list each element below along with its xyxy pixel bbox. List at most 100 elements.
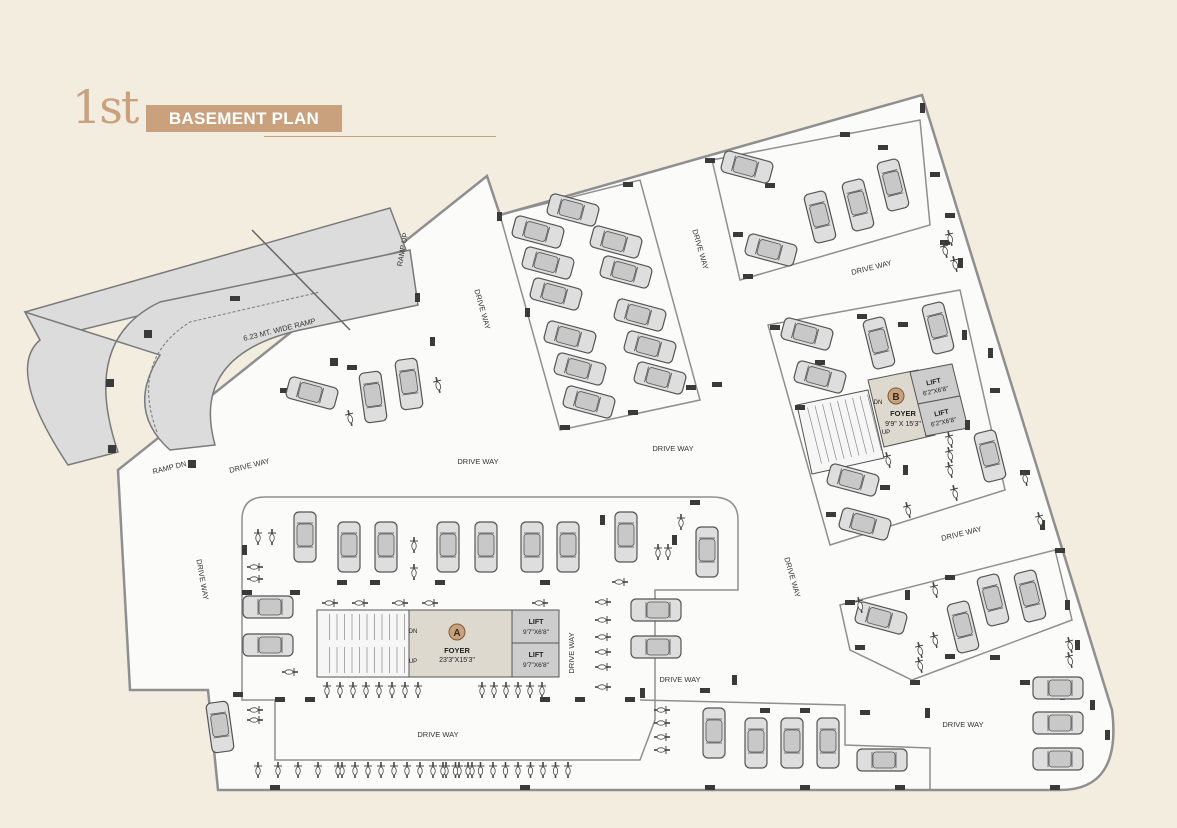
parked-car	[589, 225, 643, 259]
structural-column	[672, 535, 677, 545]
parked-car	[205, 700, 235, 754]
two-wheeler	[410, 537, 418, 553]
core-b-marker	[887, 387, 905, 405]
two-wheeler	[1035, 512, 1044, 528]
upper-right-island-outline	[711, 119, 931, 281]
structural-column	[497, 212, 502, 221]
two-wheeler	[945, 432, 954, 448]
two-wheeler	[945, 230, 954, 246]
staircase-a	[316, 609, 410, 678]
structural-column	[560, 425, 570, 430]
parked-car	[1032, 676, 1084, 700]
structural-column	[435, 580, 445, 585]
two-wheeler	[1065, 652, 1074, 668]
core-a-marker	[448, 623, 466, 641]
structural-column	[732, 675, 737, 685]
parked-car	[780, 717, 804, 769]
two-wheeler	[654, 719, 670, 727]
parked-car	[876, 158, 910, 212]
two-wheeler	[564, 762, 572, 778]
structural-column	[990, 388, 1000, 393]
parked-car	[337, 521, 361, 573]
structural-column	[242, 590, 252, 595]
two-wheeler	[349, 682, 357, 698]
structural-column	[826, 512, 836, 517]
two-wheeler	[451, 762, 460, 778]
parked-car	[1032, 711, 1084, 735]
parked-car	[529, 277, 583, 311]
two-wheeler	[950, 256, 959, 272]
parked-car	[841, 178, 875, 232]
lift-a-1-size: 9'7"X6'8"	[523, 629, 550, 636]
structural-column	[965, 420, 970, 430]
two-wheeler	[915, 657, 924, 673]
structural-column	[1020, 680, 1030, 685]
parked-car	[358, 370, 388, 424]
structural-column	[305, 697, 315, 702]
two-wheeler	[654, 544, 662, 560]
two-wheeler	[903, 502, 912, 518]
foyer-b-label: FOYER	[890, 409, 916, 418]
structural-column	[898, 322, 908, 327]
structural-column	[857, 314, 867, 319]
parked-car	[921, 301, 955, 355]
two-wheeler	[323, 682, 331, 698]
two-wheeler	[489, 762, 497, 778]
two-wheeler	[362, 682, 370, 698]
lift-a-1-label: LIFT	[529, 619, 544, 626]
structural-column	[765, 183, 775, 188]
structural-column	[106, 379, 114, 387]
two-wheeler	[254, 529, 262, 545]
core-a-down-label: DN	[409, 629, 418, 635]
core-b-up-label: UP	[882, 430, 890, 436]
two-wheeler	[334, 762, 342, 778]
two-wheeler	[464, 762, 472, 778]
stair-tread	[867, 394, 882, 451]
core-a-marker-letter: A	[453, 628, 460, 639]
structural-column	[895, 785, 905, 790]
parked-car	[614, 511, 638, 563]
two-wheeler	[322, 599, 338, 607]
two-wheeler	[1020, 470, 1029, 486]
two-wheeler	[268, 529, 276, 545]
drive-way-label: DRIVE WAY	[652, 444, 693, 453]
two-wheeler	[403, 762, 411, 778]
two-wheeler	[595, 648, 611, 656]
structural-columns	[106, 103, 1110, 790]
stair-tread	[859, 396, 875, 453]
two-wheeler-bays	[247, 230, 1074, 778]
parked-car	[744, 717, 768, 769]
structural-column	[905, 590, 910, 600]
parked-car	[976, 573, 1010, 627]
structural-column	[290, 590, 300, 595]
drive-way-label: DRIVE WAY	[942, 720, 983, 729]
two-wheeler	[595, 616, 611, 624]
structural-column	[815, 360, 825, 365]
structural-column	[1075, 640, 1080, 650]
structural-column	[625, 697, 635, 702]
two-wheeler	[930, 582, 939, 598]
structural-column	[628, 410, 638, 415]
two-wheeler	[855, 597, 864, 613]
parked-car	[293, 511, 317, 563]
parked-car	[973, 429, 1007, 483]
structural-column	[958, 258, 963, 268]
structural-column	[1105, 730, 1110, 740]
two-wheeler	[410, 564, 418, 580]
structural-column	[705, 158, 715, 163]
structural-column	[1020, 470, 1030, 475]
structural-column	[962, 330, 967, 340]
two-wheeler	[539, 762, 547, 778]
structural-column	[903, 465, 908, 475]
two-wheeler	[388, 682, 396, 698]
parked-car	[394, 357, 424, 411]
parked-car	[520, 521, 544, 573]
structural-column	[640, 688, 645, 698]
two-wheeler	[945, 447, 954, 463]
structural-column	[878, 145, 888, 150]
structural-column	[880, 485, 890, 490]
structural-column	[930, 172, 940, 177]
parked-car	[521, 246, 575, 280]
two-wheeler	[416, 762, 424, 778]
parked-car	[1013, 569, 1047, 623]
